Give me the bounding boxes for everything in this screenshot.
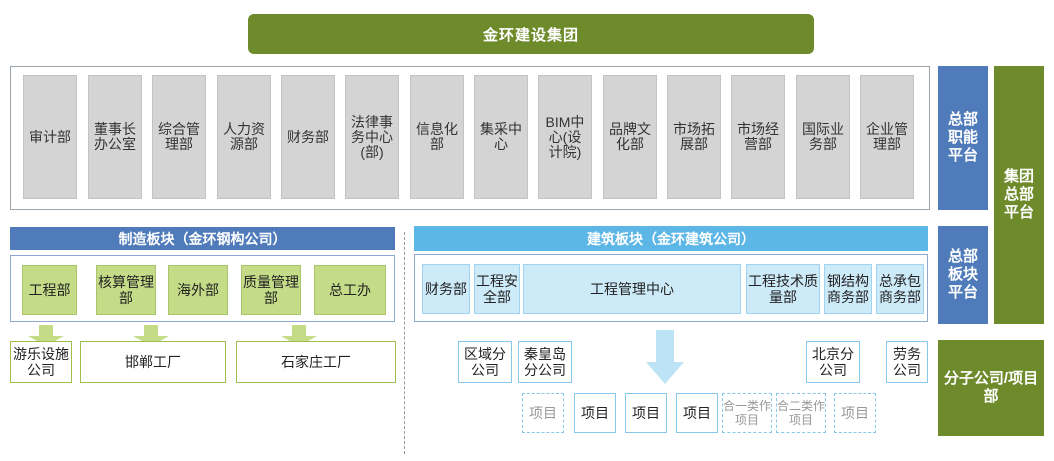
factory-amusement-facilities: 游乐设施公司 — [10, 341, 72, 383]
construction-segment-header: 建筑板块（金环建筑公司） — [414, 226, 928, 251]
hq-dept-chairman-office: 董事长办公室 — [88, 75, 142, 199]
mfg-dept-accounting: 核算管理部 — [96, 265, 156, 315]
group-title: 金环建设集团 — [248, 14, 814, 54]
mfg-dept-chief-engineer: 总工办 — [314, 265, 386, 315]
project-item-class1: 合一类作项目 — [722, 393, 772, 433]
project-item: 项目 — [834, 393, 876, 433]
hq-dept-international: 国际业务部 — [796, 75, 850, 199]
mfg-dept-overseas: 海外部 — [168, 265, 228, 315]
arrow-down-icon — [656, 330, 674, 364]
arrow-down-icon — [292, 325, 306, 337]
hq-dept-market-expansion: 市场拓展部 — [667, 75, 721, 199]
hq-dept-audit: 审计部 — [23, 75, 77, 199]
branch-qinhuangdao: 秦皇岛分公司 — [518, 341, 572, 383]
branch-regional: 区域分公司 — [458, 341, 512, 383]
factory-shijiazhuang: 石家庄工厂 — [236, 341, 396, 383]
project-item: 项目 — [625, 393, 667, 433]
manufacturing-segment-header: 制造板块（金环钢构公司） — [10, 227, 395, 250]
hq-dept-it: 信息化部 — [410, 75, 464, 199]
mfg-dept-quality: 质量管理部 — [241, 265, 301, 315]
hq-dept-procurement: 集采中心 — [474, 75, 528, 199]
mfg-dept-engineering: 工程部 — [22, 265, 77, 315]
platform-hq-functional: 总部职能平台 — [938, 66, 988, 210]
platform-group-hq: 集团总部平台 — [994, 66, 1044, 324]
platform-hq-segment: 总部板块平台 — [938, 226, 988, 324]
segment-divider — [404, 232, 405, 454]
hq-dept-enterprise-management: 企业管理部 — [860, 75, 914, 199]
factory-handan: 邯郸工厂 — [80, 341, 226, 383]
branch-labor: 劳务公司 — [886, 341, 928, 383]
con-dept-general-contract-commercial: 总承包商务部 — [876, 264, 924, 314]
project-item-class2: 合二类作项目 — [776, 393, 826, 433]
hq-dept-general-management: 综合管理部 — [152, 75, 206, 199]
con-dept-steel-commercial: 钢结构商务部 — [824, 264, 872, 314]
arrow-down-icon — [646, 362, 684, 384]
hq-dept-brand: 品牌文化部 — [603, 75, 657, 199]
project-item: 项目 — [522, 393, 564, 433]
branch-beijing: 北京分公司 — [806, 341, 860, 383]
project-item: 项目 — [676, 393, 718, 433]
hq-dept-hr: 人力资源部 — [217, 75, 271, 199]
con-dept-safety: 工程安全部 — [474, 264, 520, 314]
con-dept-finance: 财务部 — [422, 264, 470, 314]
arrow-down-icon — [144, 325, 158, 337]
project-item: 项目 — [574, 393, 616, 433]
hq-departments-frame — [10, 66, 930, 210]
con-dept-tech-quality: 工程技术质量部 — [746, 264, 820, 314]
hq-dept-bim: BIM中心(设计院) — [538, 75, 592, 199]
hq-dept-market-operations: 市场经营部 — [731, 75, 785, 199]
hq-dept-legal: 法律事务中心(部) — [345, 75, 399, 199]
platform-subsidiary: 分子公司/项目部 — [938, 340, 1044, 436]
hq-dept-finance: 财务部 — [281, 75, 335, 199]
con-dept-engineering-center: 工程管理中心 — [523, 264, 741, 314]
arrow-down-icon — [39, 325, 53, 337]
